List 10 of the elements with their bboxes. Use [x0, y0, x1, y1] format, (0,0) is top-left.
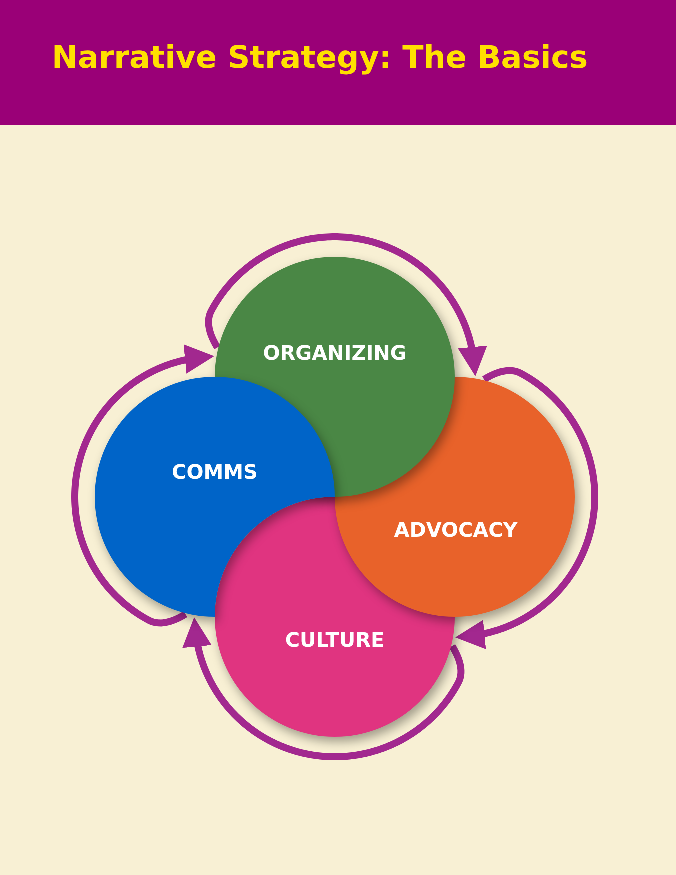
- circle-label: ORGANIZING: [263, 341, 407, 365]
- cycle-arrow: [72, 344, 214, 627]
- circle-label: CULTURE: [285, 628, 385, 652]
- circle-label: COMMS: [172, 460, 258, 484]
- cycle-arrow: [182, 618, 465, 760]
- title: Narrative Strategy: The Basics: [52, 40, 588, 76]
- circle-label: ADVOCACY: [394, 518, 518, 542]
- cycle-arrow: [205, 234, 488, 376]
- cycle-arrow: [456, 367, 598, 650]
- advocacy-circle: [335, 377, 575, 617]
